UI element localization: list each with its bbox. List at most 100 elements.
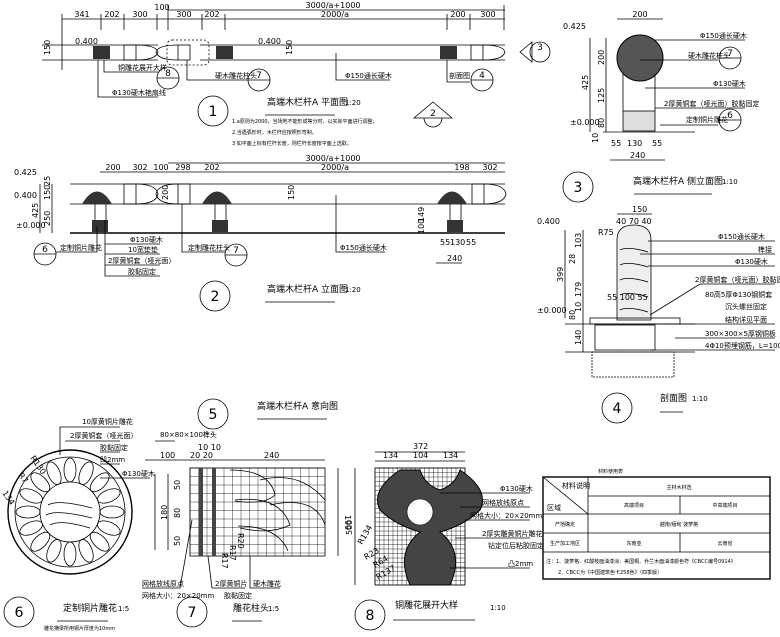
callout: 2厚实雕黄铜片雕花: [482, 529, 542, 538]
detail-ref: 7: [727, 49, 733, 59]
rail-section: [616, 34, 664, 82]
dim: 80: [173, 508, 182, 518]
callout: Φ130硬木: [130, 235, 163, 244]
callout: 钻定位后粘胶固定: [488, 541, 544, 550]
dim: 50: [173, 536, 182, 546]
petal: [46, 539, 62, 563]
table-cell: 高端项目: [624, 502, 644, 509]
callout: Φ150通长硬木: [718, 232, 765, 241]
view-title: 铜雕花展开大样: [395, 599, 458, 611]
note: 1.a原则为2000，当场地不能形成等分时，以实际平面进行调整；: [232, 118, 378, 125]
callout: Φ150通长硬木: [700, 31, 747, 40]
callout: 结构详见平面: [725, 315, 767, 324]
dim: 240: [630, 151, 645, 160]
dim: 150: [632, 205, 647, 214]
level: ±0.000: [570, 118, 600, 127]
dim: 300: [132, 10, 147, 19]
table-cell: 生产加工地区: [550, 540, 580, 547]
dim: 240: [447, 254, 462, 263]
callout: 硬木雕花柱头: [215, 71, 257, 80]
post-hatch: [93, 46, 110, 59]
dim: 80: [597, 118, 606, 128]
radius: 134: [0, 489, 16, 507]
petal: [19, 488, 43, 504]
dim: 302: [132, 163, 147, 172]
section-view: 150 40 70 40 R75 0.400 ±0.000 399 103 28…: [537, 205, 780, 424]
petal: [46, 461, 62, 485]
elevation-view: 3000/a+1000 200 302 100 298 202 2000/a 1…: [14, 154, 507, 312]
dim: 10 10: [198, 443, 221, 452]
dim: 80: [568, 310, 577, 320]
dim: 200: [450, 10, 465, 19]
dim: 202: [104, 10, 119, 19]
callout: 网格大小：20×20mm: [470, 511, 542, 520]
dim: 55: [652, 139, 662, 148]
flower-detail-view: 372 134 104 134 500 R134 R23 R64 R137 Φ1…: [345, 442, 544, 631]
dim: 200: [105, 163, 120, 172]
table-cell: 主材木材选: [666, 484, 691, 491]
petal: [78, 539, 94, 563]
view-number: 2: [211, 289, 220, 305]
dim: 104: [413, 451, 428, 460]
radius: R75: [598, 228, 614, 237]
dim: 149: [417, 207, 426, 222]
table-note: 注：1、菠萝格、红酸枝面油漆涂：美国桐、乔兰木面油漆颜色符《CBCC编号0914…: [546, 558, 736, 565]
dim: 55: [466, 238, 476, 247]
petal: [97, 488, 121, 504]
detail-ref: 7: [233, 246, 239, 256]
ornament-view: 10厚黄铜片雕花 2厚黄铜套（哑光面） 胶黏固定 凹2mm Φ130硬木 R13…: [0, 417, 155, 632]
view-number: 8: [366, 608, 375, 624]
dim: 202: [204, 163, 219, 172]
callout: Φ130硬木: [500, 484, 533, 493]
petal: [63, 541, 77, 567]
view-number: 3: [574, 180, 583, 196]
callout: 网格放线原点: [482, 498, 524, 507]
post-hatch: [216, 46, 233, 59]
dim: 298: [175, 163, 190, 172]
callout: 网格放线原点: [142, 579, 184, 588]
note: 3 如平面上标有栏杆长度，则栏杆长度按平面上选取。: [232, 140, 352, 147]
callout: Φ130硬木: [122, 469, 155, 478]
callout: 10厚黄铜片雕花: [82, 417, 133, 426]
callout: Φ130硬木: [713, 79, 746, 88]
view-title: 高端木栏杆A 立面图: [267, 283, 348, 295]
view-number: 4: [613, 401, 622, 417]
dim: 55: [611, 139, 621, 148]
callout: 2厚黄铜套（哑光面）胶黏固定: [664, 99, 759, 108]
dim: 103: [574, 233, 583, 248]
view-title: 剖面图: [660, 392, 687, 404]
dim: 500: [345, 520, 354, 535]
petal: [19, 520, 43, 536]
dim: 134: [443, 451, 458, 460]
dim: 200: [161, 185, 170, 200]
post-section: [616, 224, 652, 321]
dim: 372: [413, 442, 428, 451]
dim: 180: [160, 505, 169, 520]
detail-ref: 4: [479, 71, 485, 81]
callout: 沉头螺丝固定: [725, 302, 767, 311]
dim: 199: [343, 515, 352, 530]
table-cell: 云南省: [717, 540, 732, 547]
view-scale: 1:20: [345, 99, 361, 107]
dim: 10: [591, 133, 600, 143]
table-title: 材料使用表: [598, 468, 623, 475]
petal: [89, 531, 110, 552]
note: 雕花横梁所用铜片厚度为10mm: [44, 625, 115, 632]
petal: [89, 472, 110, 493]
view-number: 7: [188, 605, 197, 621]
view-title: 定制铜片雕花: [63, 602, 117, 614]
callout: Φ150通长硬木: [340, 243, 387, 252]
view-scale: 1:20: [345, 286, 361, 294]
dim: 140: [574, 330, 583, 345]
dim: 3000/a+1000: [305, 154, 360, 163]
detail-box: [166, 39, 210, 66]
dim: 130: [450, 238, 465, 247]
callout: 定制雕花柱头: [188, 243, 230, 252]
view-title: 高端木栏杆A 意向图: [257, 400, 338, 412]
callout: Φ130硬木艳扇线: [112, 88, 166, 97]
view-title: 高端木栏杆A 平面图: [267, 96, 348, 108]
radius: R17: [220, 553, 229, 569]
callout: 2厚黄铜套（哑光面）胶黏固定: [695, 275, 780, 284]
level: ±0.000: [16, 221, 46, 230]
dim: 179: [574, 282, 583, 297]
